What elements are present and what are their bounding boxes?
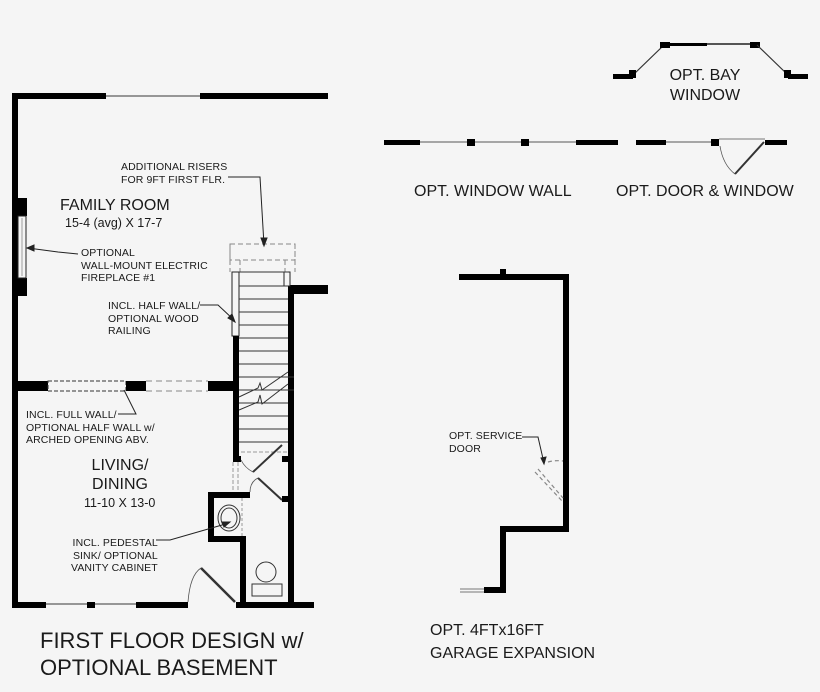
label-door-window: OPT. DOOR & WINDOW [616,183,794,200]
door-window-diagram [636,138,787,175]
additional-risers [229,243,296,272]
note-line: INCL. PEDESTAL [72,537,158,549]
note-full-wall: INCL. FULL WALL/ OPTIONAL HALF WALL w/ A… [26,409,155,447]
room-name-line: DINING [92,476,148,493]
toilet-icon [251,561,283,597]
note-line: WALL-MOUNT ELECTRIC [81,259,208,272]
note-fireplace: OPTIONAL WALL-MOUNT ELECTRIC FIREPLACE #… [81,247,208,285]
leader-lines [25,176,547,541]
interior-partition [12,380,238,392]
stair-walls [231,271,291,462]
label-line: OPT. 4FTx16FT [430,622,544,639]
window-wall-diagram [384,139,618,146]
note-line: OPTIONAL HALF WALL w/ [26,421,155,434]
hall-closet [232,444,288,502]
note-line: RAILING [108,325,151,337]
front-door [187,567,236,603]
exterior-walls [12,93,328,608]
title-line: FIRST FLOOR DESIGN w/ [40,628,304,653]
note-line: FIREPLACE #1 [81,272,156,284]
stair-treads [238,271,294,443]
label-bay-window: OPT. BAY WINDOW [660,66,750,106]
pedestal-sink-icon [217,498,243,536]
garage-expansion-diagram [459,269,569,593]
note-line: VANITY CABINET [71,562,158,574]
powder-room-walls [208,492,250,606]
note-line: INCL. FULL WALL/ [26,409,117,421]
label-garage-expansion: OPT. 4FTx16FT GARAGE EXPANSION [430,619,595,665]
note-half-wall: INCL. HALF WALL/ OPTIONAL WOOD RAILING [108,300,200,338]
note-service-door: OPT. SERVICE DOOR [449,430,522,455]
room-name-living-dining: LIVING/ DINING [88,456,152,494]
fireplace-icon [12,198,27,296]
room-dimensions-living-dining: 11-10 X 13-0 [84,496,156,510]
room-dimensions-family: 15-4 (avg) X 17-7 [65,216,163,230]
note-line: SINK/ OPTIONAL [72,549,158,562]
label-line: OPT. BAY [669,67,741,84]
note-line: OPTIONAL WOOD [108,312,199,325]
note-additional-risers: ADDITIONAL RISERS FOR 9FT FIRST FLR. [121,161,227,186]
service-door-icon [534,460,564,503]
note-line: ARCHED OPENING ABV. [26,434,149,446]
label-window-wall: OPT. WINDOW WALL [414,183,572,200]
note-line: DOOR [449,442,481,455]
room-name-line: LIVING/ [91,457,149,474]
note-line: INCL. HALF WALL/ [108,300,201,312]
room-name-family: FAMILY ROOM [60,197,170,214]
bay-window-diagram [613,42,808,79]
note-line: OPTIONAL [81,247,135,259]
title-line: OPTIONAL BASEMENT [40,655,278,680]
note-line: ADDITIONAL RISERS [121,161,228,173]
note-line: OPT. SERVICE [449,430,523,442]
label-line: WINDOW [669,87,741,104]
label-line: GARAGE EXPANSION [430,645,596,662]
note-line: FOR 9FT FIRST FLR. [121,173,226,186]
drawing-title: FIRST FLOOR DESIGN w/ OPTIONAL BASEMENT [40,627,304,681]
note-pedestal-sink: INCL. PEDESTAL SINK/ OPTIONAL VANITY CAB… [71,537,158,575]
